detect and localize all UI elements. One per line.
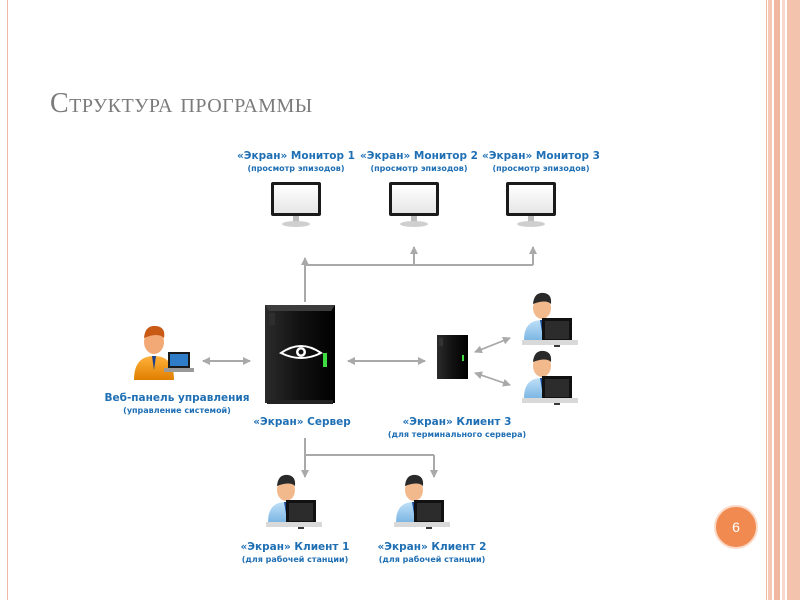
user-workstation-icon <box>522 293 578 347</box>
slide-title: Структура программы <box>50 88 313 119</box>
client-desc: (для рабочей станции) <box>378 555 486 564</box>
decor-stripe <box>774 0 780 600</box>
page-number-badge: 6 <box>714 505 758 549</box>
decor-stripe <box>782 0 785 600</box>
user-workstation-icon <box>266 475 322 529</box>
admin-user-icon <box>134 325 194 380</box>
monitor-desc: (просмотр эпизодов) <box>247 164 345 173</box>
monitor-2-label: «Экран» Монитор 2 (просмотр эпизодов) <box>360 150 478 173</box>
client-name: «Экран» Клиент 3 <box>402 416 512 428</box>
client-2-label: «Экран» Клиент 2 (для рабочей станции) <box>378 541 487 564</box>
monitor-bus <box>301 246 537 302</box>
client-name: «Экран» Клиент 1 <box>240 541 350 553</box>
monitor-icon <box>506 182 556 227</box>
client-desc: (для терминального сервера) <box>387 430 527 439</box>
decor-stripe <box>768 0 772 600</box>
monitor-1-label: «Экран» Монитор 1 (просмотр эпизодов) <box>237 150 355 173</box>
monitor-icon <box>389 182 439 227</box>
server-tower-icon <box>437 335 468 379</box>
monitor-3-label: «Экран» Монитор 3 (просмотр эпизодов) <box>482 150 600 173</box>
web-panel-desc: (управление системой) <box>123 406 231 415</box>
client-1-label: «Экран» Клиент 1 (для рабочей станции) <box>241 541 350 564</box>
decor-stripe <box>787 0 800 600</box>
web-panel-label: Веб-панель управления (управление систем… <box>104 392 249 415</box>
monitor-desc: (просмотр эпизодов) <box>492 164 590 173</box>
monitor-name: «Экран» Монитор 3 <box>482 150 600 162</box>
user-workstation-icon <box>394 475 450 529</box>
web-panel-name: Веб-панель управления <box>104 392 250 404</box>
monitor-name: «Экран» Монитор 1 <box>237 150 355 162</box>
slide-frame <box>7 0 767 600</box>
monitor-icon <box>271 182 321 227</box>
monitor-desc: (просмотр эпизодов) <box>370 164 468 173</box>
server-name: «Экран» Сервер <box>253 416 351 428</box>
server-tower-icon <box>265 305 335 404</box>
server-label: «Экран» Сервер <box>253 416 351 428</box>
client-bus <box>301 438 438 478</box>
monitor-name: «Экран» Монитор 2 <box>360 150 478 162</box>
client-3-label: «Экран» Клиент 3 (для терминального серв… <box>388 416 526 439</box>
client-desc: (для рабочей станции) <box>241 555 349 564</box>
terminal-users-arrows <box>474 336 511 387</box>
user-workstation-icon <box>522 351 578 405</box>
client-name: «Экран» Клиент 2 <box>377 541 487 553</box>
